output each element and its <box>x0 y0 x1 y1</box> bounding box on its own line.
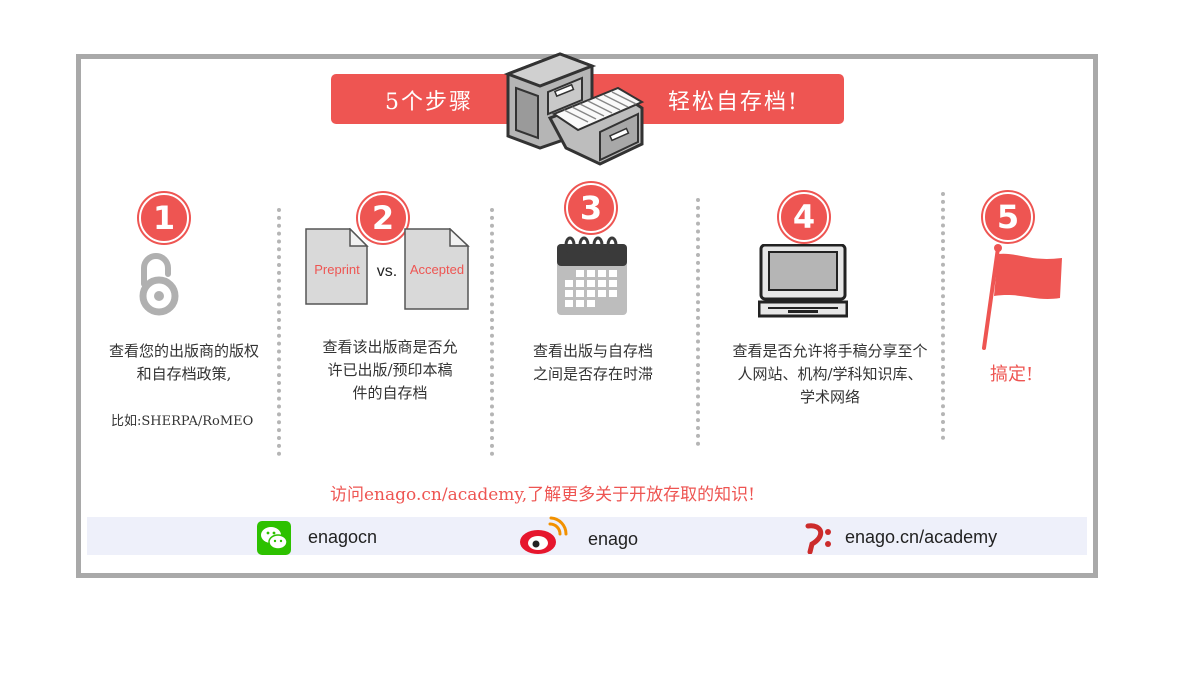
vs-label: vs. <box>377 263 397 280</box>
step-1-text: 查看您的出版商的版权 和自存档政策, <box>96 340 272 386</box>
step-3-text: 查看出版与自存档 之间是否存在时滞 <box>510 340 676 386</box>
document-compare-icon: Preprint vs. Accepted <box>305 228 470 310</box>
step-5-number: 5 <box>983 192 1033 242</box>
open-access-lock-icon <box>139 253 179 316</box>
step-1-line-1: 查看您的出版商的版权 <box>108 342 259 360</box>
step-4-text: 查看是否允许将手稿分享至个 人网站、机构/学科知识库、 学术网络 <box>712 340 948 409</box>
divider-2 <box>490 208 494 456</box>
calendar-icon <box>557 236 627 315</box>
accepted-label: Accepted <box>410 262 464 277</box>
divider-4 <box>941 192 945 440</box>
site-logo-icon[interactable] <box>804 522 834 554</box>
flag-icon <box>982 244 1062 350</box>
step-2-number: 2 <box>358 193 408 243</box>
step-4-line-3: 学术网络 <box>799 388 860 406</box>
step-2-line-1: 查看该出版商是否允 <box>322 338 458 356</box>
step-1-line-2: 和自存档政策, <box>136 365 232 383</box>
step-1-example: 比如:SHERPA/RoMEO <box>111 414 254 429</box>
filing-cabinet-icon <box>503 52 645 166</box>
banner-left-title: 5个步骤 <box>385 90 473 115</box>
weibo-icon[interactable] <box>518 516 568 556</box>
step-3-line-1: 查看出版与自存档 <box>532 342 653 360</box>
site-label[interactable]: enago.cn/academy <box>845 527 998 547</box>
step-4-line-1: 查看是否允许将手稿分享至个 <box>732 342 928 360</box>
step-1-number: 1 <box>139 193 189 243</box>
banner-right-title: 轻松自存档! <box>668 90 799 115</box>
step-2-text: 查看该出版商是否允 许已出版/预印本稿 件的自存档 <box>302 336 478 405</box>
divider-1 <box>277 208 281 456</box>
preprint-label: Preprint <box>314 262 360 277</box>
step-3-line-2: 之间是否存在时滞 <box>532 365 653 383</box>
footer-bar <box>87 517 1087 555</box>
laptop-icon <box>758 244 848 318</box>
divider-3 <box>696 198 700 446</box>
step-3-number: 3 <box>566 183 616 233</box>
visit-link[interactable]: 访问enago.cn/academy,了解更多关于开放存取的知识! <box>330 485 755 505</box>
step-2-line-3: 件的自存档 <box>352 384 428 402</box>
weibo-label[interactable]: enago <box>588 529 639 549</box>
step-5-text: 搞定! <box>990 364 1034 385</box>
step-2-line-2: 许已出版/预印本稿 <box>327 361 453 379</box>
wechat-icon[interactable] <box>257 521 291 555</box>
step-4-number: 4 <box>779 192 829 242</box>
wechat-label[interactable]: enagocn <box>308 527 378 547</box>
step-4-line-2: 人网站、机构/学科知识库、 <box>737 365 923 383</box>
